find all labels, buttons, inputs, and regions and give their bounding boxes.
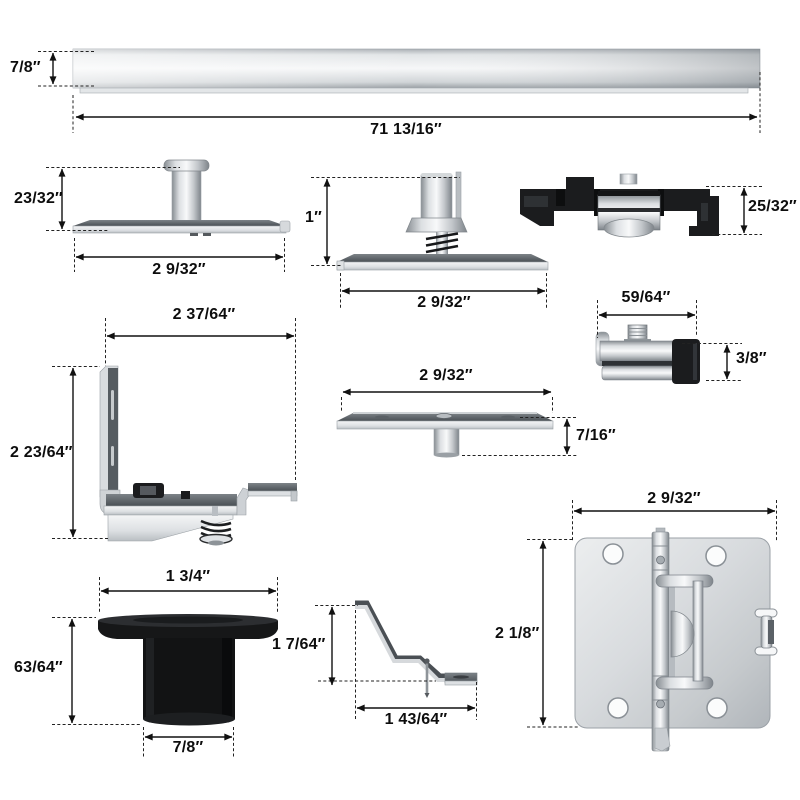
bent-bracket-height-label: 1 7/64″ — [272, 636, 326, 653]
l-bracket-illustration — [99, 365, 298, 546]
floor-guide-height-label: 63/64″ — [14, 659, 63, 676]
rail-length-dimension — [72, 72, 761, 133]
roller-bracket-illustration — [520, 173, 719, 238]
stud-plate-width-dimension — [341, 388, 553, 413]
fixed-post-plate-height-dimension — [46, 167, 180, 231]
clamp-width-label: 59/64″ — [621, 289, 671, 306]
stud-plate-width-label: 2 9/32″ — [419, 367, 473, 384]
bent-bracket-illustration — [355, 600, 478, 698]
bent-bracket-width-label: 1 43/64″ — [384, 711, 448, 728]
l-bracket-width-dimension — [105, 318, 296, 482]
clamp-width-dimension — [597, 300, 697, 338]
rail-length-label: 71 13/16″ — [370, 121, 442, 138]
bent-bracket-width-dimension — [355, 610, 477, 720]
floor-guide-top-width-dimension — [99, 577, 278, 614]
stud-plate-height-label: 7/16″ — [576, 427, 616, 444]
fixed-plate-height-label: 23/32″ — [14, 190, 63, 207]
hinge-height-label: 2 1/8″ — [495, 625, 540, 642]
hinge-height-dimension — [527, 539, 578, 728]
roller-bracket-height-dimension — [706, 186, 762, 235]
hinge-width-label: 2 9/32″ — [647, 490, 701, 507]
floor-guide-bottom-width-dimension — [143, 727, 234, 757]
fixed-post-plate-illustration — [72, 159, 291, 236]
spring-post-plate-height-dimension — [311, 177, 460, 266]
floor-guide-top-width-label: 1 3/4″ — [165, 568, 211, 585]
l-bracket-height-label: 2 23/64″ — [10, 444, 73, 461]
rail-height-label: 7/8″ — [10, 59, 41, 76]
roller-bracket-height-label: 25/32″ — [748, 198, 797, 215]
l-bracket-height-dimension — [52, 366, 108, 539]
clamp-height-dimension — [682, 343, 742, 381]
spring-post-plate-illustration — [336, 171, 549, 271]
floor-guide-bottom-width-label: 7/8″ — [172, 739, 204, 756]
stud-plate-height-dimension — [462, 417, 578, 456]
clamp-height-label: 3/8″ — [736, 350, 767, 367]
clamp-illustration — [595, 324, 700, 384]
rail-height-dimension — [38, 51, 96, 87]
hinge-width-dimension — [572, 500, 777, 541]
fixed-plate-width-label: 2 9/32″ — [152, 261, 206, 278]
bent-bracket-height-dimension — [315, 605, 436, 686]
l-bracket-width-label: 2 37/64″ — [172, 306, 236, 323]
stud-plate-illustration — [336, 412, 554, 458]
rail-track-illustration — [72, 48, 761, 94]
spring-plate-width-label: 2 9/32″ — [417, 294, 471, 311]
hinge-illustration — [574, 527, 778, 752]
spring-post-plate-width-dimension — [340, 273, 547, 308]
spring-plate-height-label: 1″ — [305, 209, 322, 226]
floor-guide-illustration — [98, 614, 278, 726]
floor-guide-height-dimension — [52, 617, 140, 725]
fixed-post-plate-width-dimension — [74, 238, 285, 272]
